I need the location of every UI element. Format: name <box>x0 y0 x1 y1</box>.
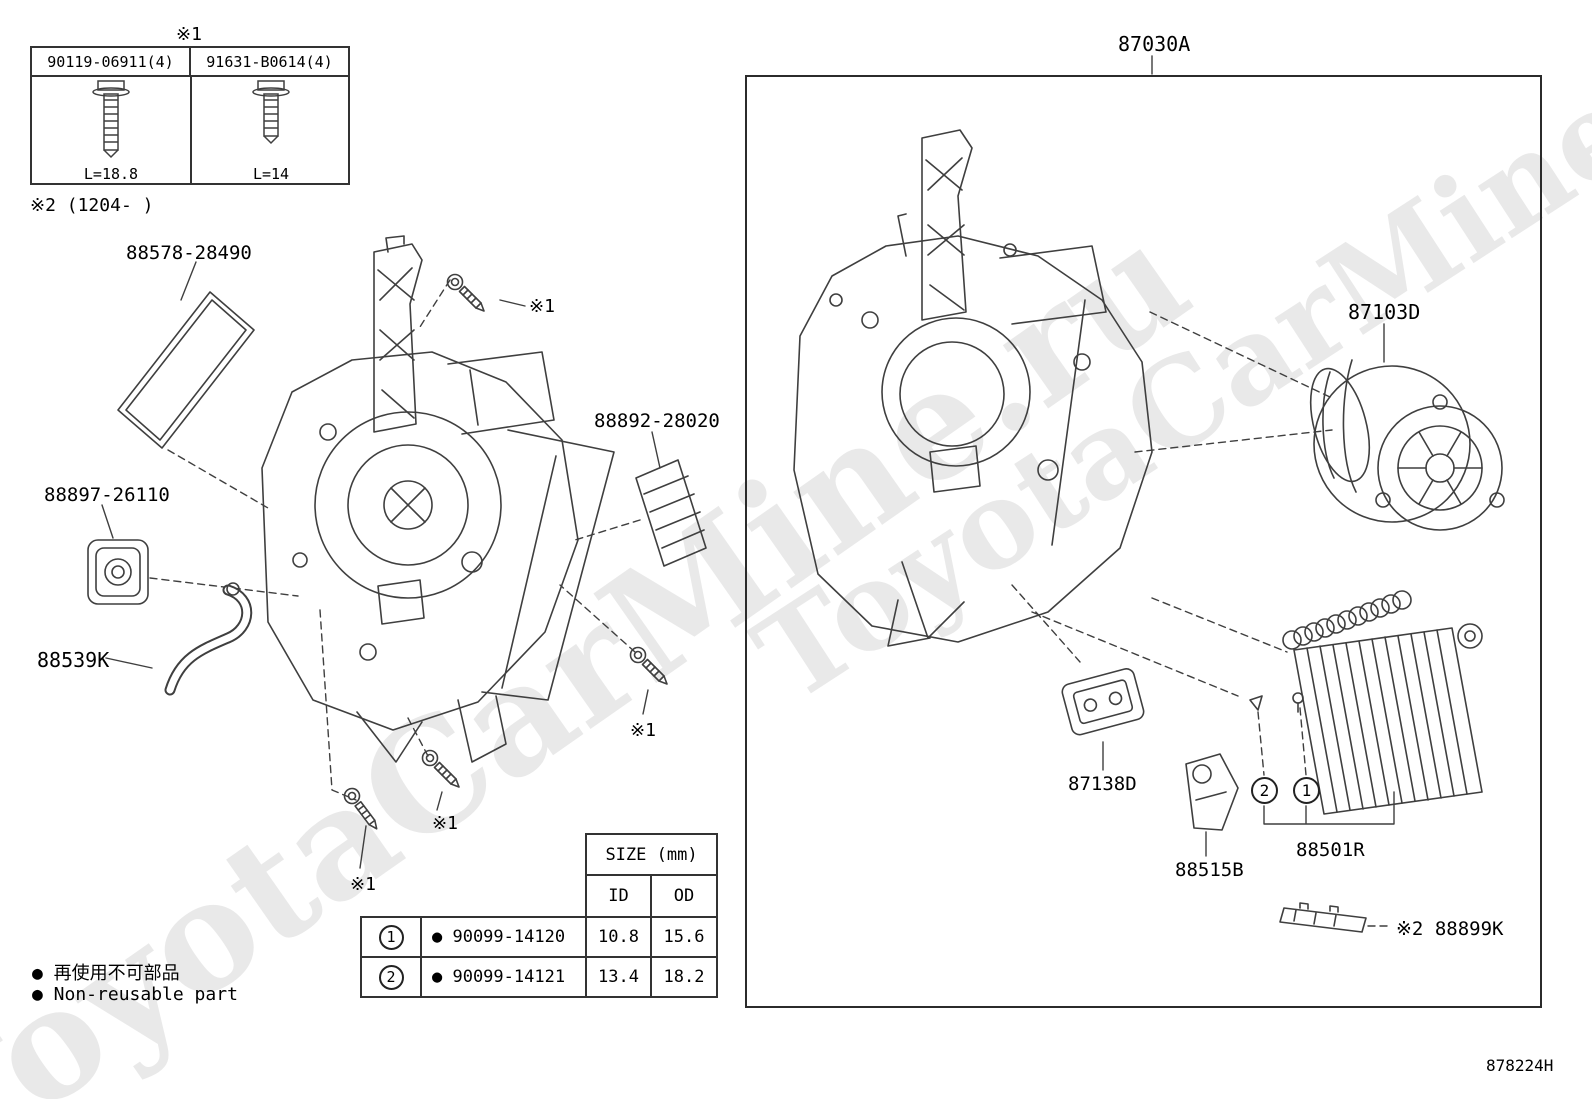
bolt-cell-1: L=18.8 <box>32 77 192 185</box>
bolt-cell-2: L=14 <box>192 77 350 185</box>
row-part-number: ● 90099-14120 <box>420 916 587 958</box>
screw-ref-star1: ※1 <box>630 720 656 741</box>
heater-unit-rear-drawing <box>793 129 1153 647</box>
grate-drawing <box>635 459 707 567</box>
row-id-value: 10.8 <box>585 916 652 958</box>
row-od-value: 18.2 <box>650 956 718 998</box>
resistor-drawing <box>1061 668 1145 736</box>
part-label-resistor: 87138D <box>1068 773 1137 795</box>
size-table-row: 2 ● 90099-14121 13.4 18.2 <box>360 956 718 998</box>
part-label-drain-hose: 88539K <box>37 648 110 672</box>
callout-1: 1 <box>1293 777 1320 804</box>
solid-leader-lines <box>101 55 1395 869</box>
bolt-drawing-long <box>92 80 130 159</box>
size-table-empty <box>361 834 586 875</box>
bolt-length-1: L=18.8 <box>83 165 139 183</box>
bolt-part-number-1: 90119-06911(4) <box>32 48 191 75</box>
pipe-bracket-drawing <box>1185 753 1239 831</box>
part-label-trim-strip: ※2 88899K <box>1396 918 1503 940</box>
legend-non-reusable-jp: ● 再使用不可部品 <box>32 963 180 984</box>
cabin-filter-drawing <box>117 291 255 449</box>
row-id-value: 13.4 <box>585 956 652 998</box>
drain-hose-drawing <box>164 582 253 696</box>
part-label-grate: 88892-28020 <box>594 410 720 432</box>
row-od-value: 15.6 <box>650 916 718 958</box>
doc-number: 878224H <box>1486 1056 1554 1075</box>
part-label-bracket: 88515B <box>1175 859 1244 881</box>
part-label-blower-motor: 87103D <box>1348 300 1421 324</box>
screw-ref-star1: ※1 <box>529 296 555 317</box>
part-label-evaporator: 88501R <box>1296 839 1365 861</box>
part-label-cabin-filter: 88578-28490 <box>126 242 252 264</box>
size-table-col-od: OD <box>650 874 718 918</box>
size-table-row: 1 ● 90099-14120 10.8 15.6 <box>360 916 718 958</box>
callout-1: 1 <box>378 924 404 950</box>
assembly-87030a-box <box>745 75 1542 1008</box>
size-table-title: SIZE (mm) <box>585 833 718 876</box>
ref-mark-star2: ※2 <box>1396 918 1424 940</box>
ref-mark-star1: ※1 <box>176 24 202 45</box>
size-table: SIZE (mm) ID OD 1 ● 90099-14120 10.8 15.… <box>360 833 718 998</box>
row-callout-cell: 2 <box>360 956 422 998</box>
size-table-empty <box>421 875 586 917</box>
part-label-assembly: 87030A <box>1118 32 1191 56</box>
dashed-leader-lines <box>149 279 1393 927</box>
screw-ref-star1: ※1 <box>432 813 458 834</box>
bolt-length-2: L=14 <box>252 165 290 183</box>
callout-2: 2 <box>1251 777 1278 804</box>
grommet-drawing <box>87 539 149 605</box>
row-callout-cell: 1 <box>360 916 422 958</box>
bolt-reference-table: 90119-06911(4) 91631-B0614(4) L=18.8 <box>30 46 350 185</box>
size-table-col-id: ID <box>585 874 652 918</box>
row-part-number: ● 90099-14121 <box>420 956 587 998</box>
evaporator-drawing <box>1249 590 1483 815</box>
part-label-grommet: 88897-26110 <box>44 484 170 506</box>
ref-note-star2: ※2 (1204- ) <box>30 195 154 216</box>
legend-non-reusable-en: ● Non-reusable part <box>32 984 238 1005</box>
trim-strip-drawing <box>1279 902 1367 933</box>
screw-ref-star1: ※1 <box>350 874 376 895</box>
bolt-drawing-short <box>252 80 290 145</box>
blower-motor-drawing <box>1309 359 1505 531</box>
part-number-strip: 88899K <box>1434 918 1504 940</box>
bolt-part-number-2: 91631-B0614(4) <box>206 52 333 71</box>
callout-2: 2 <box>378 964 404 990</box>
heater-unit-front-drawing <box>261 235 615 763</box>
